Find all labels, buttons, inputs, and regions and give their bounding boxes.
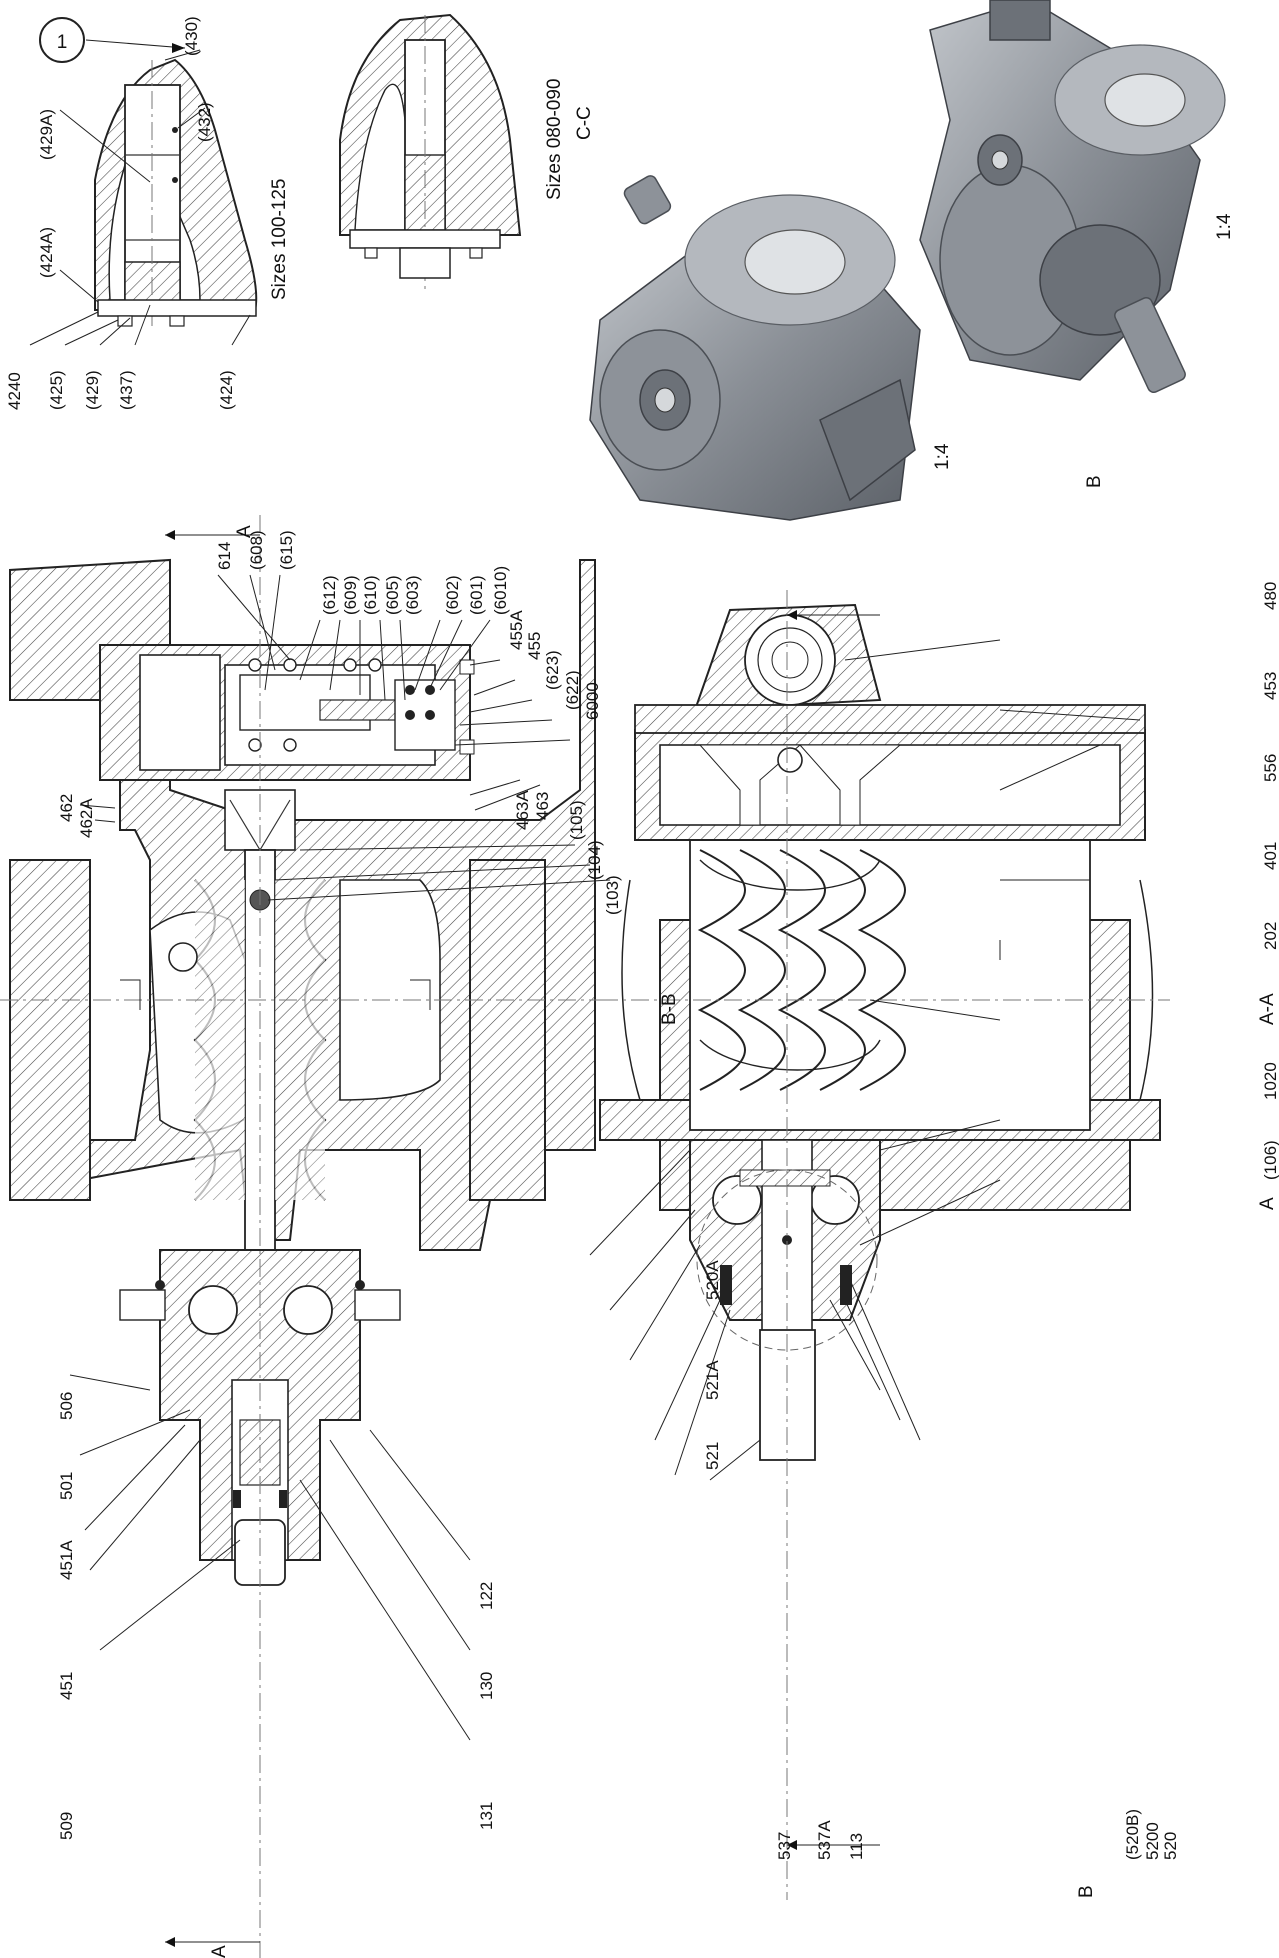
detail-marker-label: 1 [57,32,68,53]
callout-501: 501 [57,1472,76,1500]
callout-122: 122 [477,1582,496,1610]
callout-429: (429) [83,370,102,410]
callout-432: (432) [195,102,214,142]
label-section-aa: A-A [1257,993,1278,1025]
callout-131: 131 [477,1802,496,1830]
callout-104: (104) [585,840,604,880]
callout-537: 537 [775,1832,794,1860]
callout-462: 462 [57,794,76,822]
callout-451: 451 [57,1672,76,1700]
callout-424: (424) [217,370,236,410]
callout-506: 506 [57,1392,76,1420]
callout-113: 113 [847,1833,866,1860]
callout-603: (603) [403,575,422,615]
callout-455A: 455A [507,610,526,650]
label-section-bb: B-B [659,993,680,1025]
callout-480: 480 [1261,582,1279,610]
callout-609: (609) [341,575,360,615]
callout-105: (105) [567,800,586,840]
label-sizes-080-090: Sizes 080-090 [544,79,565,200]
callout-614: 614 [215,542,234,570]
callout-103: (103) [603,875,622,915]
callout-5200: 5200 [1143,1822,1162,1860]
label-bb-marker-top: B [1084,475,1105,488]
callout-520B: (520B) [1123,1809,1142,1860]
detail-sizes-100-125 [29,17,258,346]
callout-521: 521 [703,1442,722,1470]
label-section-a-ref: A [1257,1197,1278,1210]
callout-6000: 6000 [583,682,602,720]
section-aa [589,590,1170,1900]
callout-521A: 521A [703,1360,722,1400]
pump-3d-view-1 [589,175,921,521]
callout-106: (106) [1261,1140,1279,1180]
callout-202: 202 [1261,922,1279,950]
text-labels: 1 (430) (432) (429A) (424A) 4240 (425) (… [5,16,1279,1958]
callout-602: (602) [443,575,462,615]
callout-462A: 462A [77,798,96,838]
pump-3d-view-2 [919,0,1226,394]
label-sizes-100-125: Sizes 100-125 [269,179,290,300]
callout-425: (425) [47,370,66,410]
callout-401: 401 [1261,842,1279,870]
callout-429A: (429A) [37,109,56,160]
callout-453: 453 [1261,672,1279,700]
label-aa-marker-bottom: A [209,1945,230,1958]
callout-605: (605) [383,575,402,615]
label-scale-1: 1:4 [932,443,953,470]
label-scale-2: 1:4 [1214,213,1235,240]
callout-130: 130 [477,1672,496,1700]
callout-608: (608) [247,530,266,570]
label-bb-marker-bottom: B [1076,1885,1097,1898]
callout-601: (601) [467,575,486,615]
callout-615: (615) [277,530,296,570]
detail-marker-circle [39,17,85,63]
callout-610: (610) [361,575,380,615]
label-section-cc: C-C [574,106,595,140]
callout-623: (623) [543,650,562,690]
detail-arrowhead [172,43,185,53]
label-aa-marker-top: A [234,525,255,538]
callout-463A: 463A [513,790,532,830]
callout-455: 455 [525,632,544,660]
callout-4240: 4240 [5,372,24,410]
callout-556: 556 [1261,754,1279,782]
callout-451A: 451A [57,1540,76,1580]
callout-520A: 520A [703,1260,722,1300]
callout-509: 509 [57,1812,76,1840]
callout-6010: (6010) [491,566,510,615]
callout-437: (437) [117,370,136,410]
callout-430: (430) [182,16,201,56]
detail-arrow-line [85,39,186,49]
callout-537A: 537A [815,1820,834,1860]
detail-sizes-080-090 [339,13,522,290]
callout-520: 520 [1161,1832,1180,1860]
callout-612: (612) [320,575,339,615]
callout-622: (622) [563,670,582,710]
section-bb [0,515,611,1958]
callout-1020: 1020 [1261,1062,1279,1100]
callout-463: 463 [533,792,552,820]
callout-424A: (424A) [37,227,56,278]
